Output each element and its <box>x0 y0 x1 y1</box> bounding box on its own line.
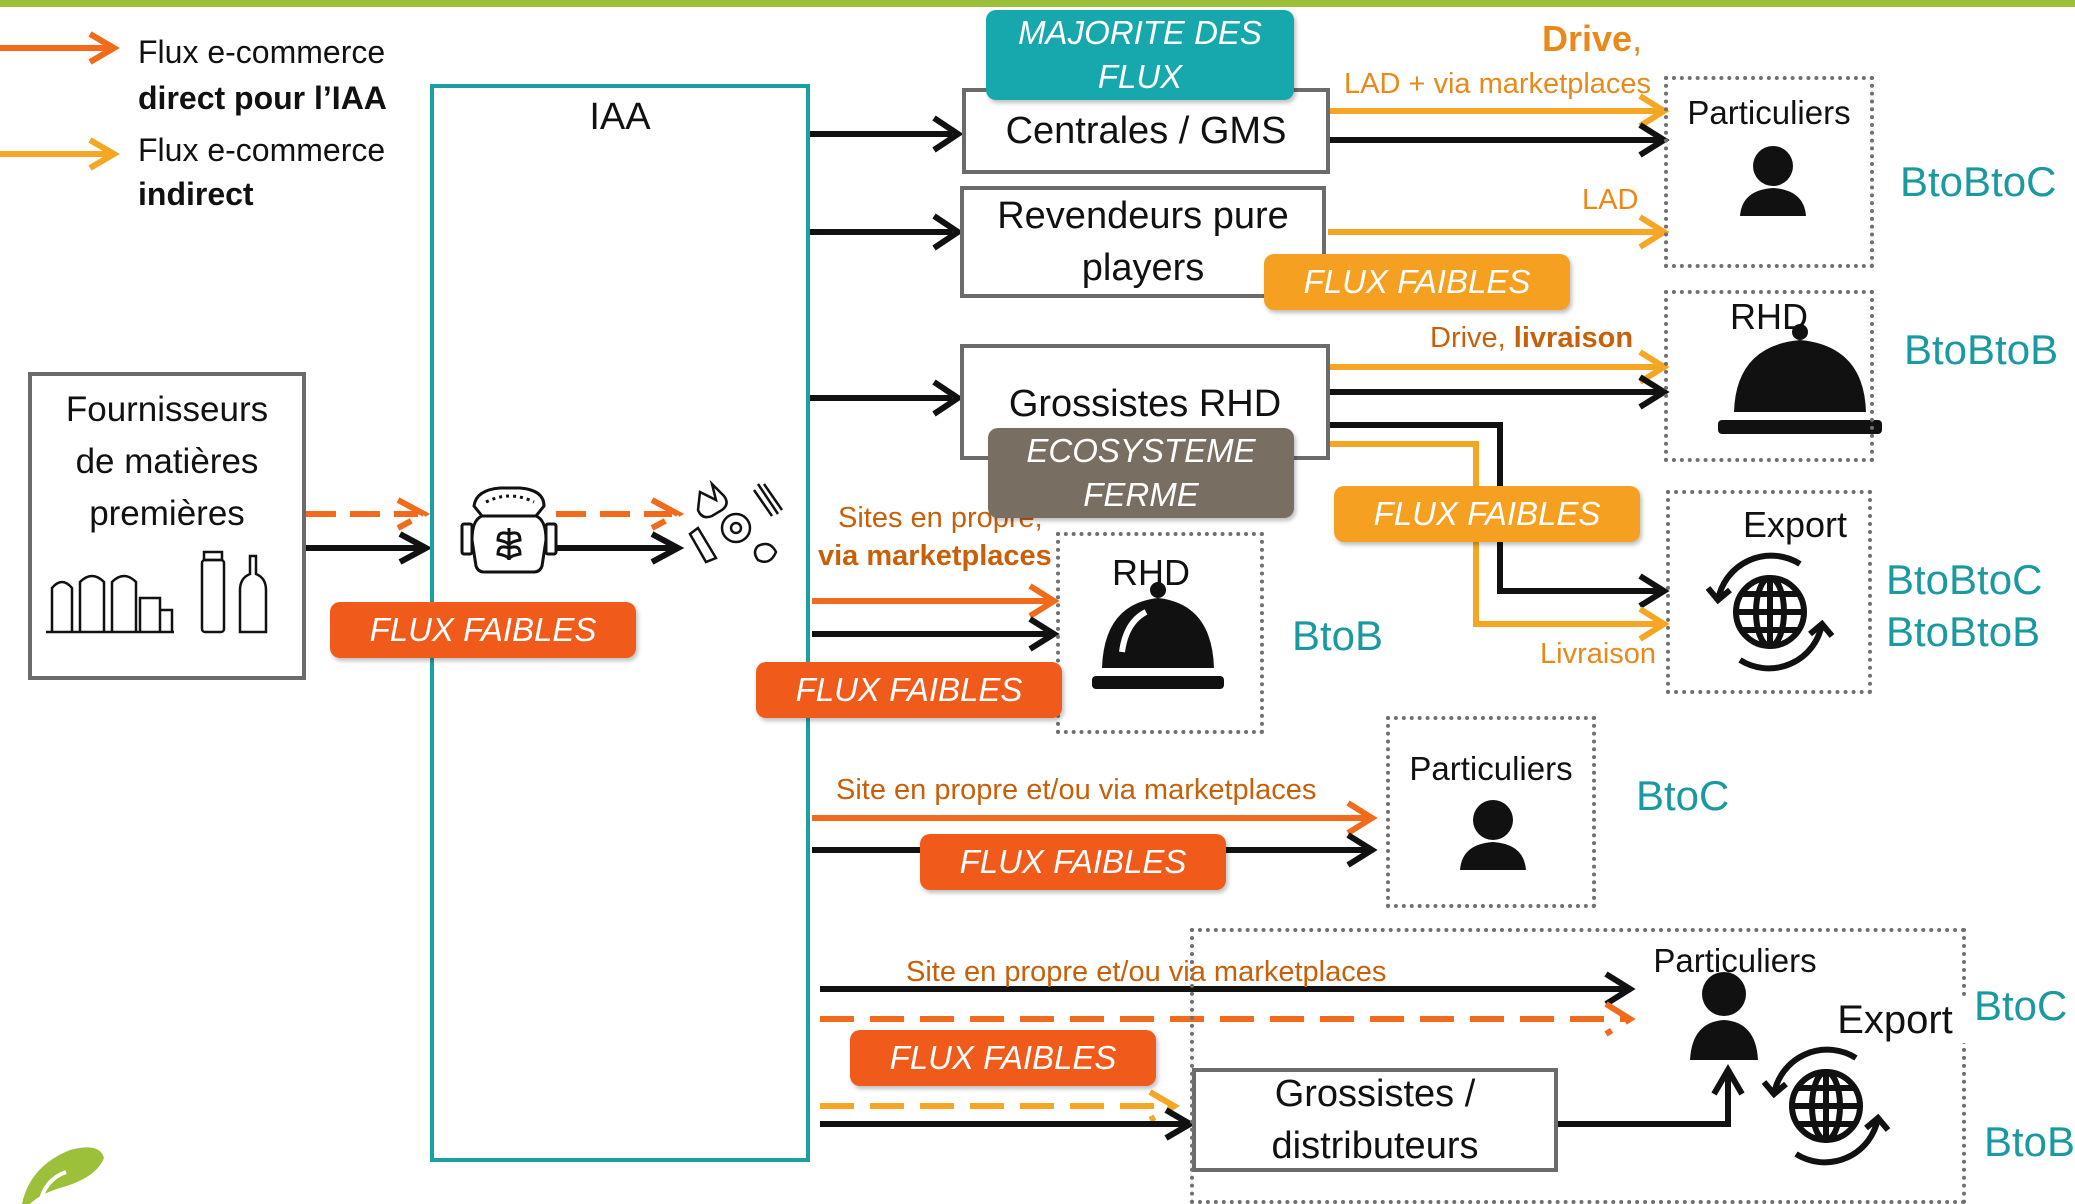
label-lad: LAD <box>1582 184 1639 216</box>
pill-flux-faibles-5: FLUX FAIBLES <box>920 834 1226 890</box>
label-site-propre-1: Site en propre et/ou via marketplaces <box>836 774 1317 806</box>
pill-ecosysteme: ECOSYSTEME FERME <box>988 428 1294 518</box>
channel-btob-2: BtoB <box>1984 1118 2075 1165</box>
particuliers-label-2: Particuliers <box>1409 750 1573 787</box>
centrales-label: Centrales / GMS <box>1005 110 1287 152</box>
rhd-label-2: RHD <box>1112 552 1190 593</box>
rhd-box-1 <box>1664 290 1874 462</box>
channel-btobtoc-2: BtoBtoC <box>1886 556 2043 603</box>
pasta-icon <box>688 479 784 564</box>
top-accent-line <box>0 0 2075 7</box>
grossistes-rhd-label: Grossistes RHD <box>1008 383 1282 425</box>
logo <box>22 1147 104 1204</box>
centrales-box: Centrales / GMS <box>962 88 1330 174</box>
label-lad-marketplaces: LAD + via marketplaces <box>1344 68 1652 100</box>
label-drive-part: Drive, <box>1430 322 1514 354</box>
label-drive: Drive, <box>1542 18 1642 60</box>
fournisseurs-box <box>28 372 306 680</box>
channel-btoc-2: BtoC <box>1974 982 2068 1029</box>
rhd-label-1: RHD <box>1730 296 1808 337</box>
grossistes-dist-box: Grossistes / distributeurs <box>1192 1068 1558 1172</box>
cloche-icon <box>1718 324 1882 434</box>
export-box-1 <box>1666 490 1872 694</box>
channel-btobtob-1: BtoBtoB <box>1904 326 2059 373</box>
particuliers-box-1 <box>1664 76 1874 268</box>
particuliers-label-1: Particuliers <box>1687 94 1851 131</box>
person-icon <box>1740 146 1806 216</box>
legend-direct-line1: Flux e-commerce <box>138 34 386 70</box>
legend-direct-line2: direct pour l’IAA <box>138 80 387 116</box>
export-label-1: Export <box>1742 504 1848 545</box>
legend-indirect-line2: indirect <box>138 176 254 212</box>
channel-btobtob-2: BtoBtoB <box>1886 608 2041 655</box>
label-via-marketplaces: via marketplaces <box>818 540 1052 572</box>
iaa-label: IAA <box>589 96 651 138</box>
legend-indirect-line1: Flux e-commerce <box>138 132 386 168</box>
pill-majorite: MAJORITE DES FLUX <box>986 10 1294 100</box>
grain-sack-icon <box>460 486 558 574</box>
label-livraison-part: livraison <box>1513 322 1634 354</box>
pill-flux-faibles-1: FLUX FAIBLES <box>1264 254 1570 310</box>
revendeurs-box: Revendeurs pure players <box>960 186 1326 298</box>
label-drive-text: Drive <box>1542 18 1633 59</box>
grossistes-dist-label: Grossistes / distributeurs <box>1271 1073 1479 1167</box>
channel-btob-1: BtoB <box>1292 612 1384 659</box>
rhd-box-2 <box>1056 532 1264 734</box>
fournisseurs-label: Fournisseurs de matières premières <box>65 390 269 533</box>
particuliers-label-3: Particuliers <box>1653 942 1817 979</box>
pill-flux-faibles-4: FLUX FAIBLES <box>756 662 1062 718</box>
label-drive-comma: , <box>1632 18 1643 59</box>
export-box-2 <box>1190 928 1966 1204</box>
export-label-2: Export <box>1820 998 1970 1043</box>
particuliers-box-2 <box>1386 716 1596 908</box>
pill-flux-faibles-3: FLUX FAIBLES <box>330 602 636 658</box>
factory-icon <box>46 550 268 634</box>
globe-icon <box>1705 552 1835 672</box>
label-drive-livraison: Drive, livraison <box>1430 322 1633 355</box>
channel-btoc-1: BtoC <box>1636 772 1730 819</box>
channel-btobtoc-1: BtoBtoC <box>1900 158 2057 205</box>
label-livraison: Livraison <box>1540 638 1657 670</box>
label-site-propre-2: Site en propre et/ou via marketplaces <box>906 956 1387 988</box>
pill-flux-faibles-2: FLUX FAIBLES <box>1334 486 1640 542</box>
pill-flux-faibles-6: FLUX FAIBLES <box>850 1030 1156 1086</box>
revendeurs-label: Revendeurs pure players <box>997 195 1289 289</box>
